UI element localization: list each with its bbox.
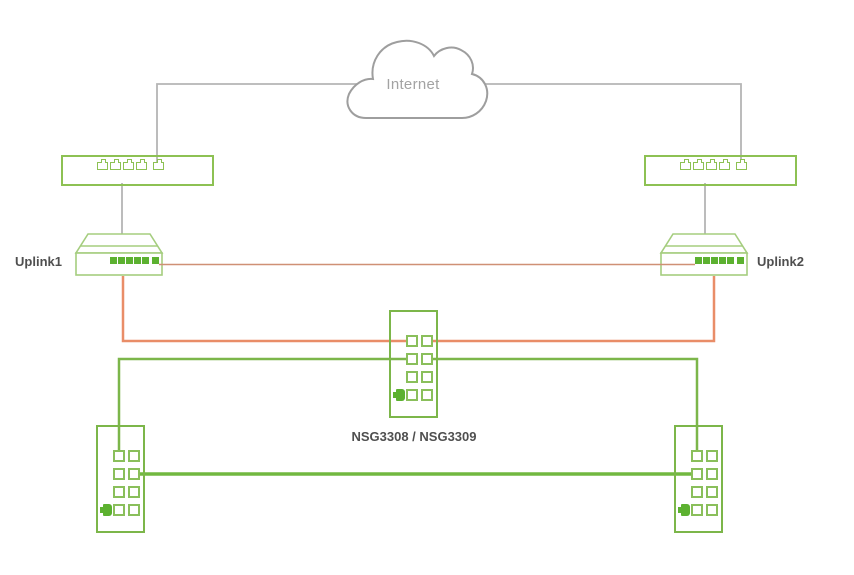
lan-port-icon: [128, 468, 140, 480]
rj45-port-icon: [693, 159, 704, 170]
lan-port-icon: [113, 504, 125, 516]
lan-port-icon: [113, 450, 125, 462]
lan-port-icon: [406, 389, 418, 401]
console-port-icon: [100, 504, 112, 516]
modem-top-right: [644, 155, 797, 186]
link-internet-switch-right: [470, 83, 742, 163]
lan-port-icon: [128, 450, 140, 462]
lan-port-icon: [421, 371, 433, 383]
rj45-port-icon: [136, 159, 147, 170]
rj45-port-icon: [97, 159, 108, 170]
rj45-port-icon: [680, 159, 691, 170]
uplink1-router: [74, 233, 164, 276]
ethernet-port-icon: [695, 257, 744, 264]
uplink2-router: [659, 233, 749, 276]
lan-port-icon: [691, 468, 703, 480]
lan-port-icon: [421, 335, 433, 347]
lan-port-icon: [113, 486, 125, 498]
link-internet-switch-left: [156, 83, 365, 163]
rj45-port-icon: [153, 159, 164, 170]
nsg-port-grid: [406, 335, 433, 401]
rj45-port-icon: [123, 159, 134, 170]
lan-port-icon: [128, 486, 140, 498]
lan-port-icon: [128, 504, 140, 516]
switch-port-grid: [691, 450, 718, 516]
ethernet-port-icon: [110, 257, 159, 264]
rj45-port-icon: [736, 159, 747, 170]
switch-bottom-right: [674, 425, 723, 533]
link-nsg-lan-switch-bottom-left: [117, 357, 412, 456]
console-port-icon: [678, 504, 690, 516]
rj45-port-icon: [719, 159, 730, 170]
lan-port-icon: [706, 450, 718, 462]
lan-port-icon: [406, 371, 418, 383]
nsg-label: NSG3308 / NSG3309: [351, 429, 477, 444]
switch-port-grid: [113, 450, 140, 516]
lan-port-icon: [706, 486, 718, 498]
lan-port-icon: [691, 486, 703, 498]
lan-port-icon: [691, 504, 703, 516]
nsg-gateway: [389, 310, 438, 418]
lan-port-icon: [406, 335, 418, 347]
link-nsg-lan-switch-bottom-right: [427, 357, 699, 456]
console-port-icon: [393, 389, 405, 401]
lan-port-icon: [406, 353, 418, 365]
lan-port-icon: [706, 504, 718, 516]
uplink1-label: Uplink1: [15, 254, 62, 269]
lan-port-icon: [421, 353, 433, 365]
switch-bottom-left: [96, 425, 145, 533]
lan-port-icon: [691, 450, 703, 462]
lan-port-icon: [113, 468, 125, 480]
link-uplink1-nsg-wan: [121, 276, 412, 343]
rj45-port-icon: [110, 159, 121, 170]
cloud-label: Internet: [386, 76, 440, 93]
lan-port-icon: [421, 389, 433, 401]
uplink2-label: Uplink2: [757, 254, 804, 269]
lan-port-icon: [706, 468, 718, 480]
link-uplink2-nsg-wan: [427, 276, 716, 343]
modem-top-left: [61, 155, 214, 186]
rj45-port-icon: [706, 159, 717, 170]
internet-cloud-icon: [346, 39, 489, 119]
